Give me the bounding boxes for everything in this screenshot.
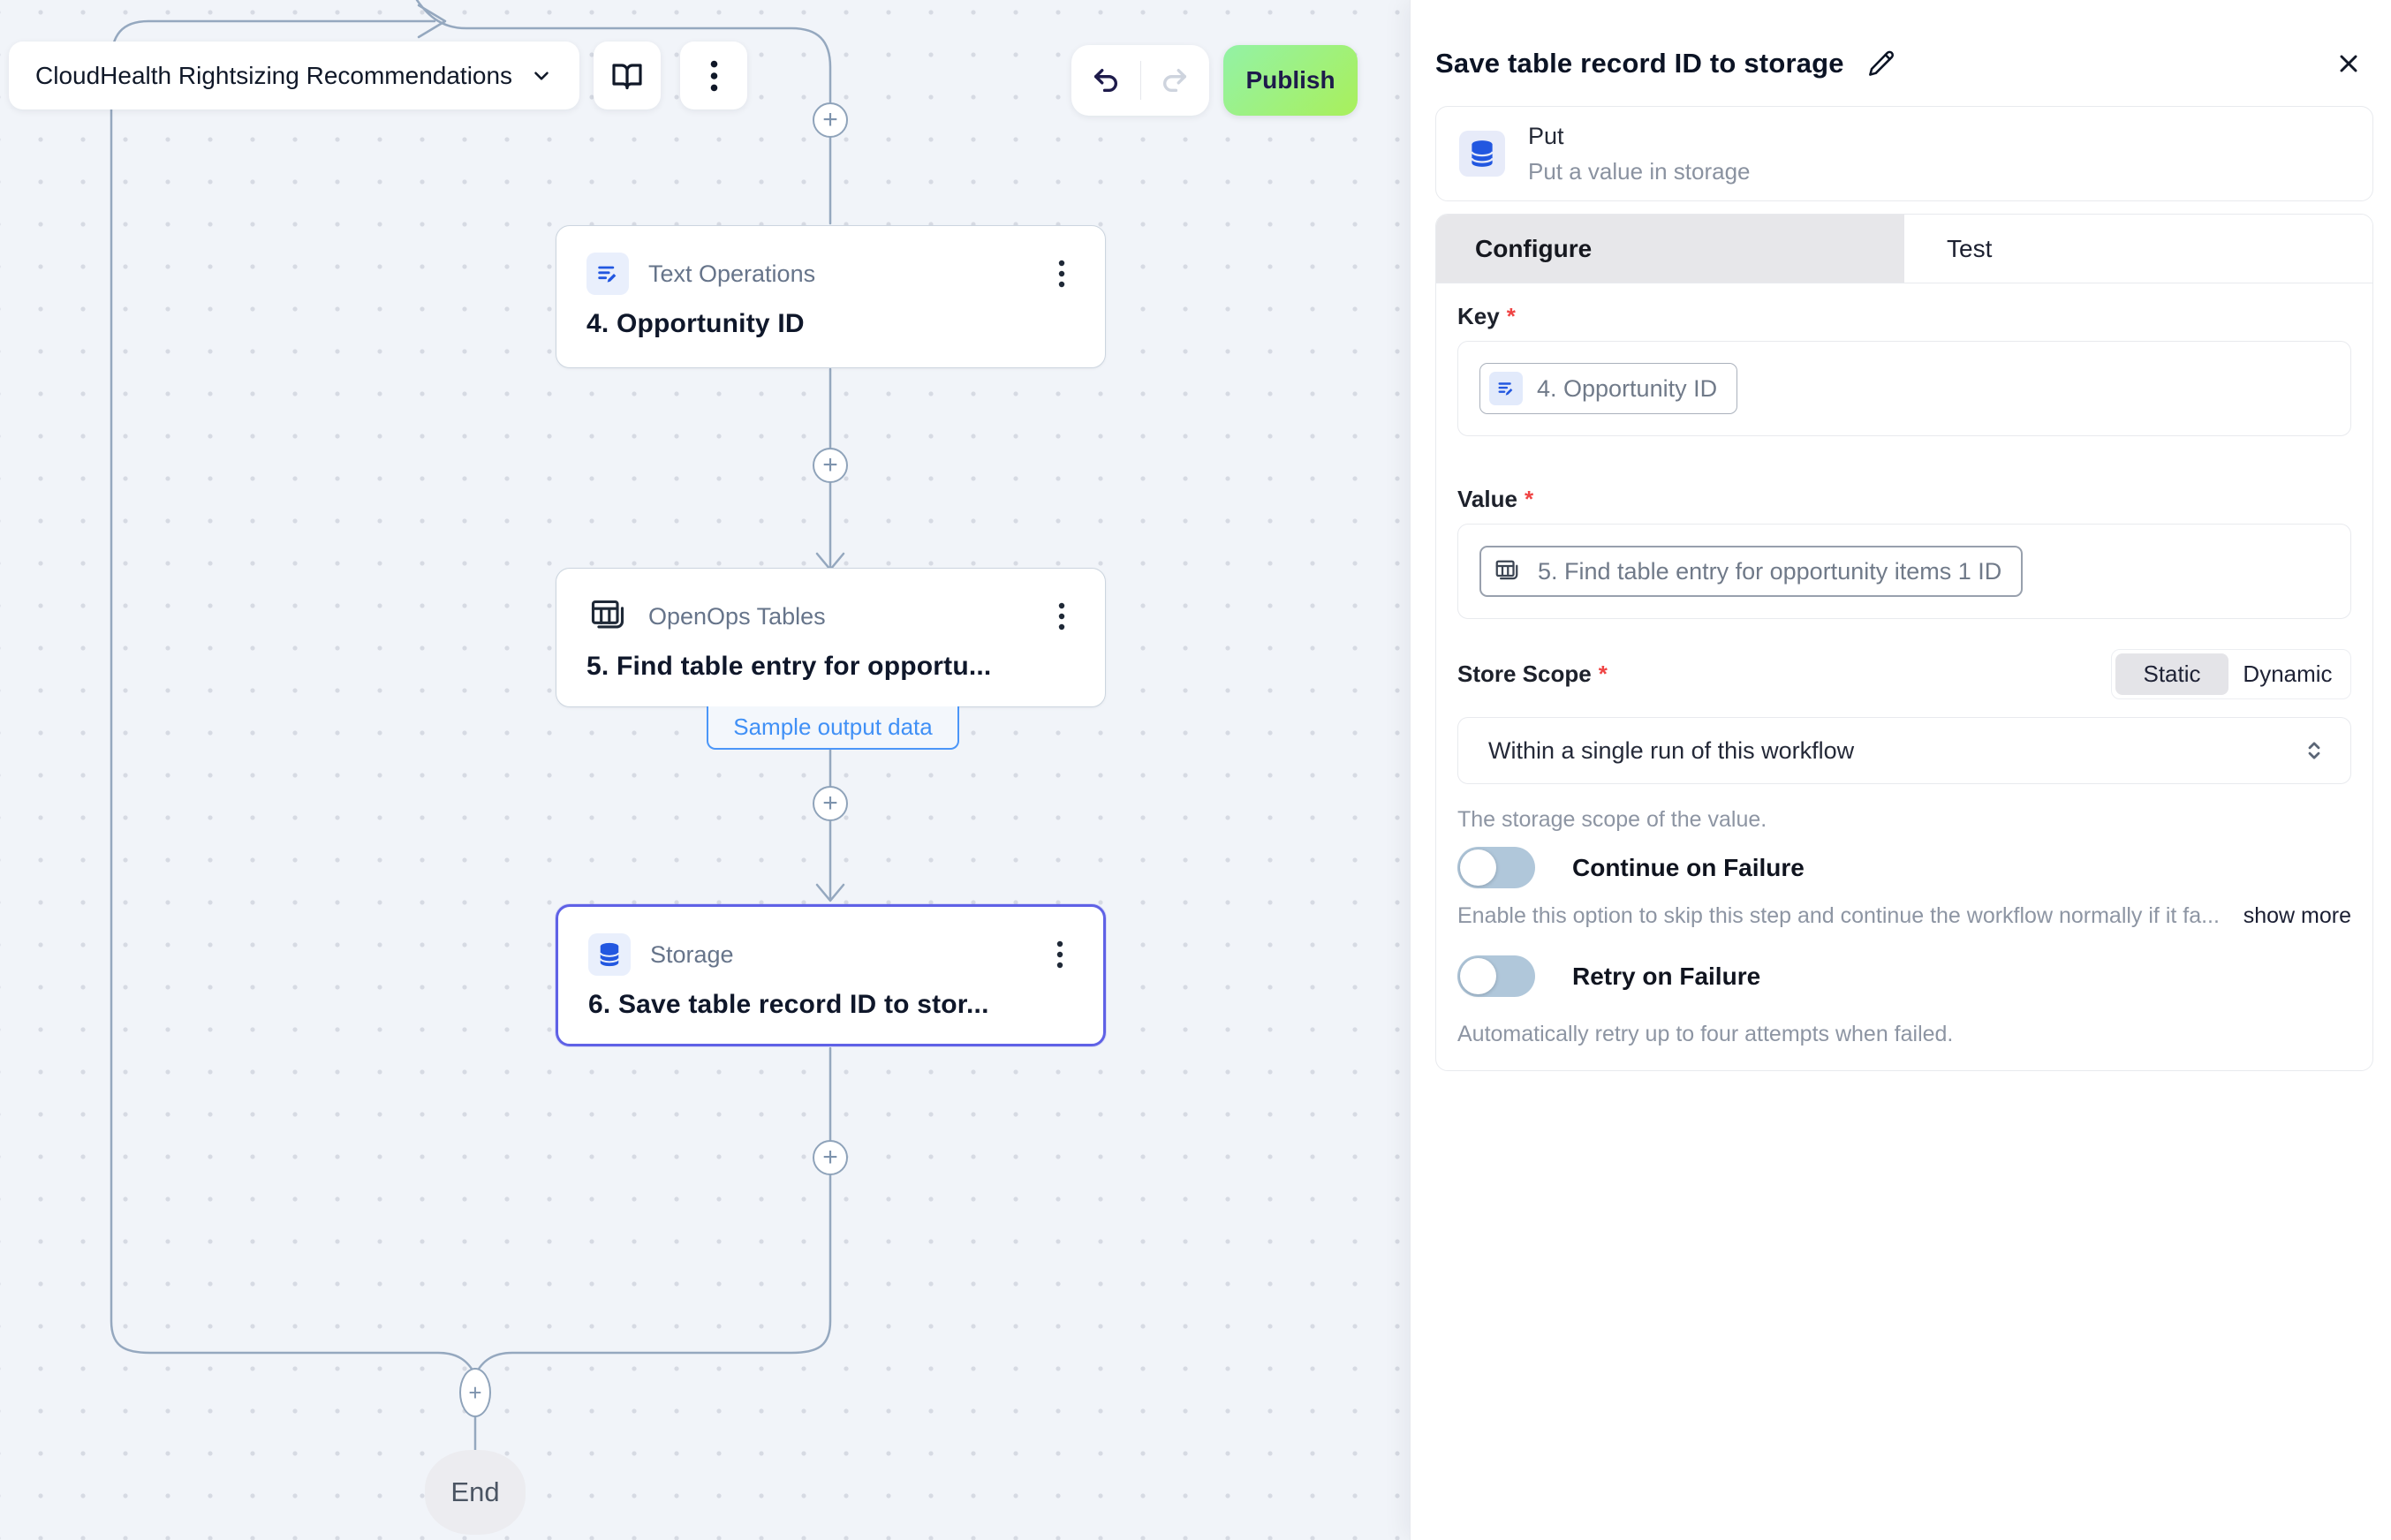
node-menu-button[interactable] <box>1048 597 1075 636</box>
rename-step-button[interactable] <box>1862 44 1901 83</box>
value-field-label: Value* <box>1457 486 1534 512</box>
retry-on-failure-description: Automatically retry up to four attempts … <box>1457 1022 1954 1046</box>
continue-on-failure-toggle[interactable] <box>1457 847 1535 888</box>
retry-on-failure-toggle[interactable] <box>1457 955 1535 997</box>
required-asterisk: * <box>1598 661 1608 687</box>
key-input[interactable]: 4. Opportunity ID <box>1457 341 2351 436</box>
value-chip-text: 5. Find table entry for opportunity item… <box>1538 557 2002 585</box>
storage-database-icon <box>588 933 631 976</box>
value-variable-chip[interactable]: 5. Find table entry for opportunity item… <box>1479 546 2024 597</box>
value-input[interactable]: 5. Find table entry for opportunity item… <box>1457 524 2351 619</box>
node-title: 4. Opportunity ID <box>586 309 805 338</box>
pencil-icon <box>1868 50 1894 76</box>
divider <box>1139 61 1141 100</box>
key-chip-text: 4. Opportunity ID <box>1537 374 1718 402</box>
redo-icon <box>1163 68 1187 93</box>
step-settings-panel: Save table record ID to storage <box>1410 0 2391 1540</box>
toggle-knob <box>1460 958 1496 994</box>
static-option[interactable]: Static <box>2115 653 2228 695</box>
tables-icon <box>586 595 629 638</box>
tab-test[interactable]: Test <box>1904 215 2372 283</box>
storage-database-icon <box>1459 131 1505 177</box>
action-summary-card: Put Put a value in storage <box>1435 106 2373 201</box>
end-node: End <box>425 1450 526 1535</box>
undo-redo-group <box>1071 45 1209 116</box>
undo-icon <box>1093 68 1117 93</box>
close-panel-button[interactable] <box>2329 44 2368 83</box>
add-step-button[interactable]: + <box>813 1140 848 1175</box>
workflow-node-storage[interactable]: Storage 6. Save table record ID to stor.… <box>556 904 1106 1046</box>
chevrons-up-down-icon <box>2308 742 2320 759</box>
workflow-node-text-operations[interactable]: Text Operations 4. Opportunity ID <box>556 225 1106 368</box>
kebab-icon <box>710 60 717 91</box>
configure-container: Configure Test Key* 4. Opportunity <box>1435 214 2373 1071</box>
book-open-icon <box>612 63 642 89</box>
key-field-label: Key* <box>1457 303 1516 329</box>
store-scope-label: Store Scope* <box>1457 661 1608 687</box>
key-variable-chip[interactable]: 4. Opportunity ID <box>1479 363 1738 414</box>
static-dynamic-toggle: Static Dynamic <box>2111 649 2351 699</box>
store-scope-value: Within a single run of this workflow <box>1488 736 1855 764</box>
tables-icon <box>1490 555 1524 588</box>
action-name: Put <box>1528 122 1564 149</box>
undo-button[interactable] <box>1071 45 1140 116</box>
required-asterisk: * <box>1506 303 1516 329</box>
add-step-button[interactable]: + <box>813 448 848 483</box>
add-step-button-merge[interactable]: + <box>459 1368 491 1417</box>
action-description: Put a value in storage <box>1528 157 1751 185</box>
redo-button[interactable] <box>1141 45 1210 116</box>
retry-on-failure-label: Retry on Failure <box>1572 962 1761 990</box>
continue-on-failure-label: Continue on Failure <box>1572 853 1805 881</box>
canvas-menu-button[interactable] <box>680 42 747 109</box>
workflow-canvas[interactable]: + + + + + Text Operations 4. Opportunity… <box>0 0 1410 1540</box>
show-more-link[interactable]: show more <box>2243 903 2351 928</box>
required-asterisk: * <box>1524 486 1534 512</box>
node-menu-button[interactable] <box>1047 935 1073 974</box>
chevron-down-icon <box>534 71 549 80</box>
toggle-knob <box>1460 849 1496 886</box>
publish-button[interactable]: Publish <box>1223 45 1358 116</box>
text-operations-icon <box>586 253 629 295</box>
add-step-button[interactable]: + <box>813 786 848 821</box>
node-title: 6. Save table record ID to stor... <box>588 990 989 1019</box>
panel-title: Save table record ID to storage <box>1435 48 1844 79</box>
dynamic-option[interactable]: Dynamic <box>2243 661 2333 687</box>
node-menu-button[interactable] <box>1048 254 1075 293</box>
continue-on-failure-description: Enable this option to skip this step and… <box>1457 903 2220 928</box>
node-app-label: Text Operations <box>648 260 816 287</box>
workflow-node-openops-tables[interactable]: OpenOps Tables 5. Find table entry for o… <box>556 568 1106 707</box>
store-scope-select[interactable]: Within a single run of this workflow <box>1457 717 2351 784</box>
workflow-name-dropdown[interactable]: CloudHealth Rightsizing Recommendations <box>9 42 580 109</box>
panel-tabs: Configure Test <box>1436 215 2372 283</box>
text-operations-icon <box>1489 372 1523 405</box>
docs-button[interactable] <box>594 42 661 109</box>
sample-output-data-button[interactable]: Sample output data <box>707 706 959 750</box>
node-app-label: OpenOps Tables <box>648 602 826 630</box>
close-icon <box>2340 55 2357 72</box>
store-scope-helper: The storage scope of the value. <box>1457 807 1767 832</box>
add-step-button[interactable]: + <box>813 102 848 138</box>
node-app-label: Storage <box>650 940 734 968</box>
workflow-name: CloudHealth Rightsizing Recommendations <box>35 61 513 89</box>
node-title: 5. Find table entry for opportu... <box>586 652 992 681</box>
tab-configure[interactable]: Configure <box>1436 215 1904 283</box>
